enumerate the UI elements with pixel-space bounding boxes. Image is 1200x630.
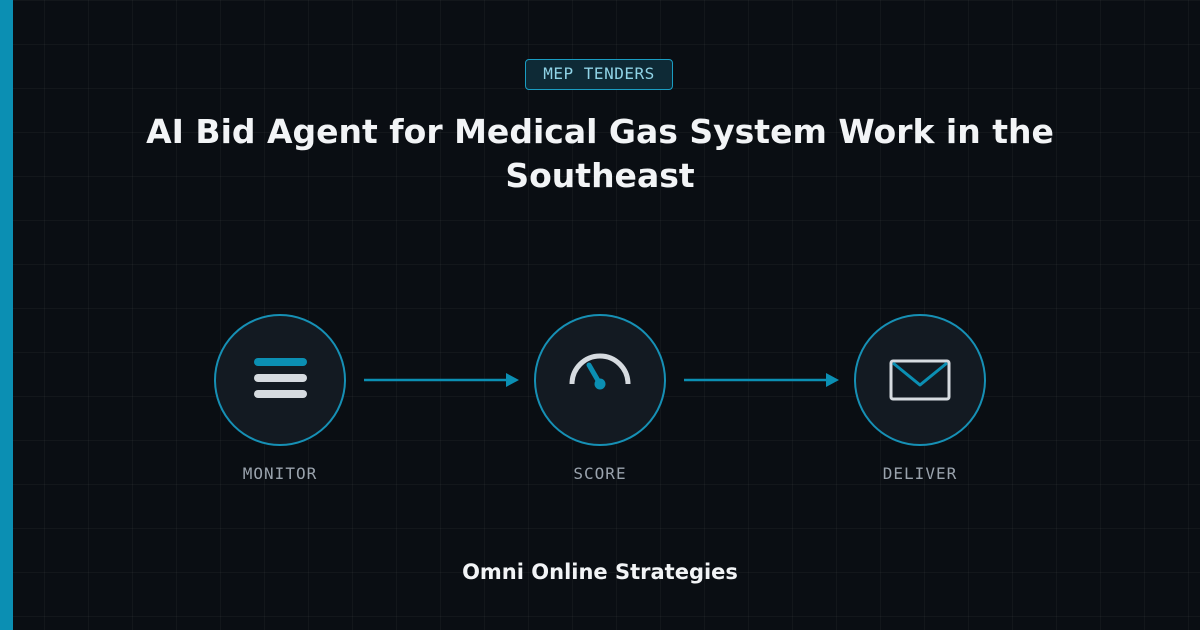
step-label-monitor: MONITOR — [242, 464, 318, 483]
gauge-icon — [569, 353, 631, 390]
arrow-right-icon — [684, 373, 839, 387]
step-monitor — [214, 314, 346, 446]
arrow-right-icon — [364, 373, 519, 387]
accent-bar — [0, 0, 13, 630]
page-title: AI Bid Agent for Medical Gas System Work… — [146, 112, 1054, 195]
brand-name: Omni Online Strategies — [462, 560, 738, 584]
step-label-score: SCORE — [573, 464, 627, 483]
envelope-icon — [889, 359, 951, 401]
step-circle — [854, 314, 986, 446]
step-score — [534, 314, 666, 446]
list-icon — [254, 358, 307, 398]
category-tag: MEP TENDERS — [525, 59, 673, 90]
step-deliver — [854, 314, 986, 446]
step-label-deliver: DELIVER — [882, 464, 958, 483]
